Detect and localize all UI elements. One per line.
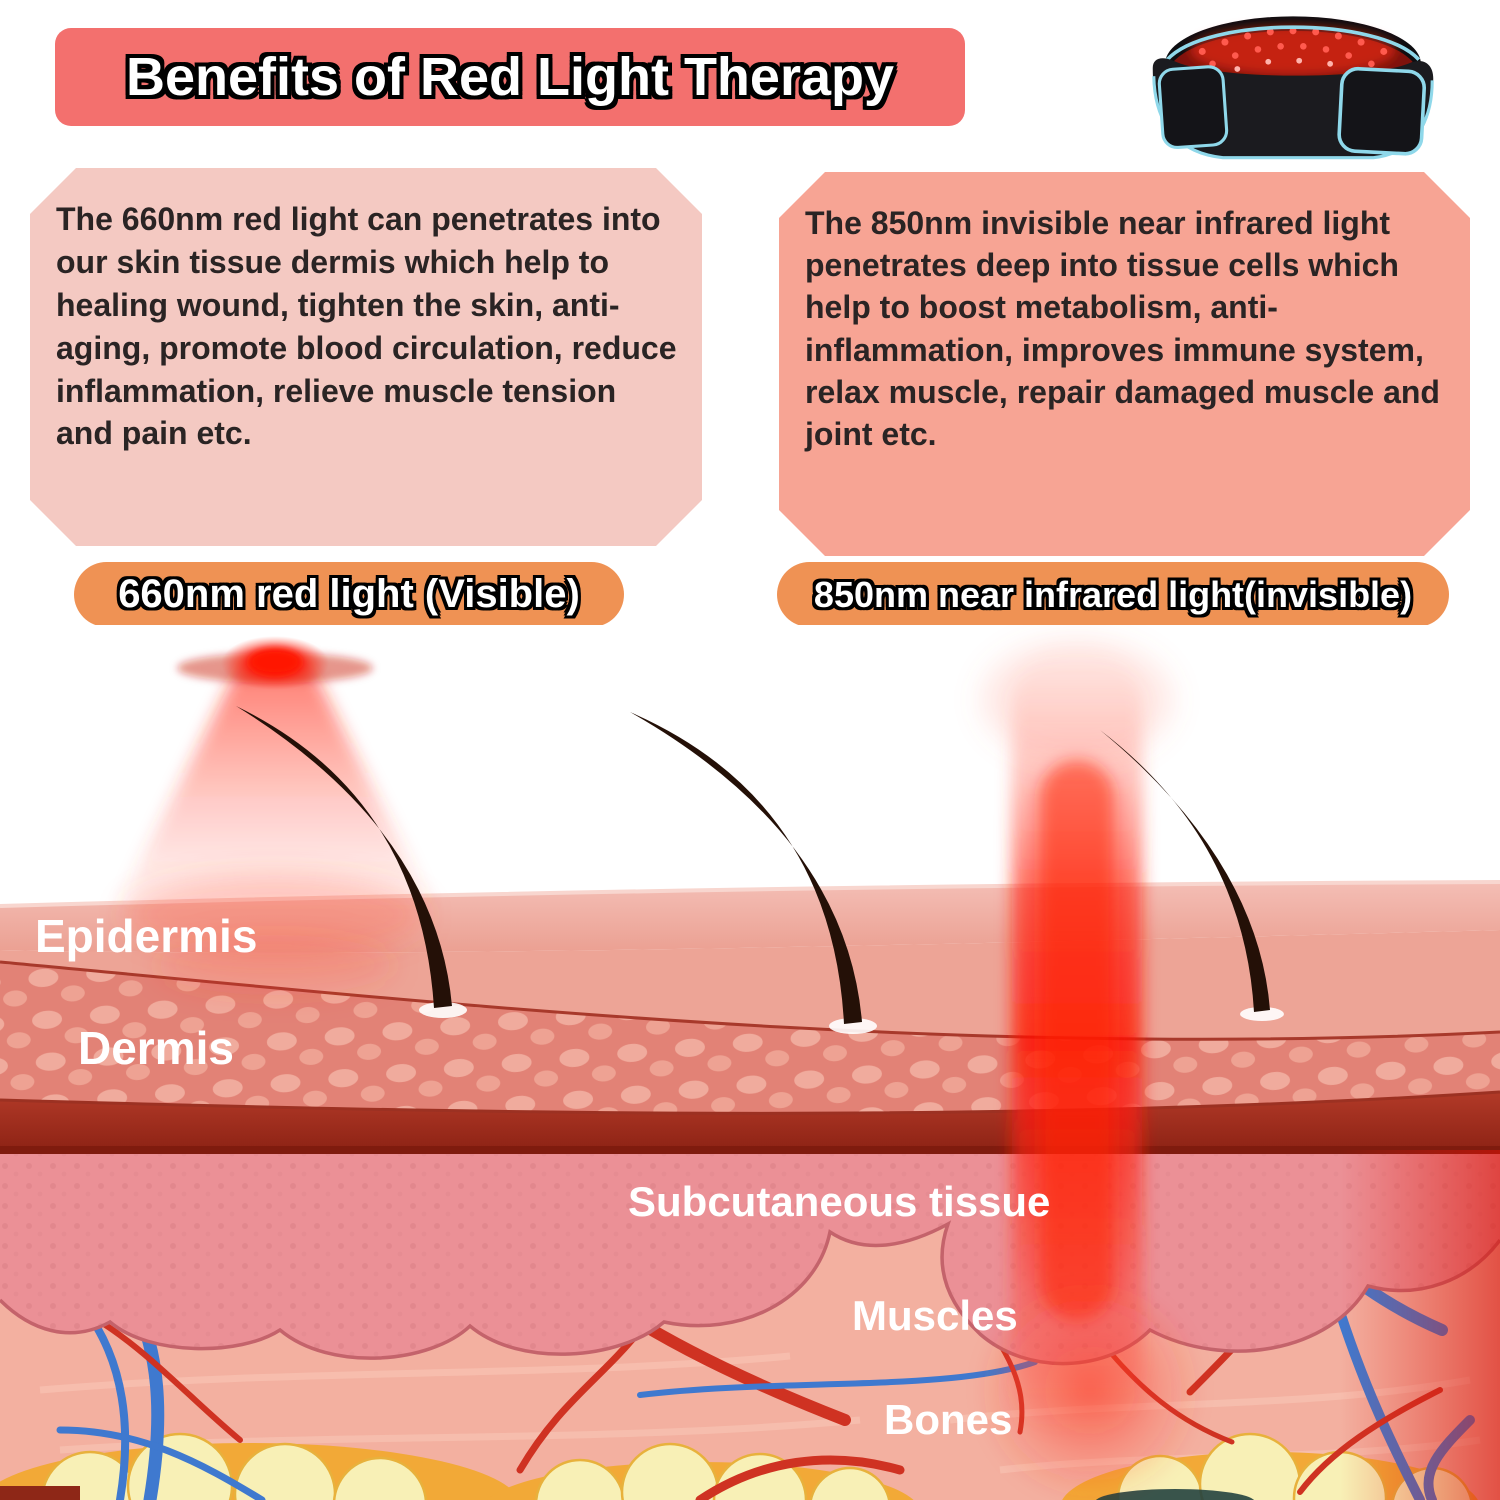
led-dots xyxy=(1198,27,1388,72)
hair-follicle-highlight xyxy=(1240,1007,1284,1021)
pill-660nm: 660nm red light (Visible) xyxy=(74,562,624,627)
hair-strands xyxy=(236,706,1284,1034)
red-light-belt-product-image xyxy=(1152,16,1434,160)
info-text-850nm: The 850nm invisible near infrared light … xyxy=(805,205,1440,453)
red-light-beam-660nm xyxy=(118,636,432,995)
info-box-850nm: The 850nm invisible near infrared light … xyxy=(779,172,1470,556)
epidermis-label: Epidermis xyxy=(35,910,257,962)
info-box-660nm: The 660nm red light can penetrates into … xyxy=(30,168,702,546)
belt-right-patch xyxy=(1337,66,1427,156)
hair-strand xyxy=(1100,730,1270,1012)
pill-850nm-label: 850nm near infrared light(invisible) xyxy=(813,573,1413,615)
pill-850nm: 850nm near infrared light(invisible) xyxy=(777,562,1449,627)
belt-left-strap xyxy=(1157,65,1229,150)
title-banner: Benefits of Red Light Therapy xyxy=(55,28,965,126)
dermis-label: Dermis xyxy=(78,1022,234,1074)
skin-anatomy-diagram: Epidermis Dermis Subcutaneous tissue Mus… xyxy=(0,625,1500,1500)
belt-top-trim xyxy=(1165,25,1421,61)
subcutaneous-label: Subcutaneous tissue xyxy=(628,1178,1050,1225)
page-title: Benefits of Red Light Therapy xyxy=(125,47,895,107)
dermis-bottom-line xyxy=(0,1146,1500,1154)
infrared-beam-850nm xyxy=(975,640,1205,1500)
bones-label: Bones xyxy=(884,1396,1012,1443)
led-glow xyxy=(1189,25,1397,76)
hair-follicle-highlight xyxy=(829,1018,877,1034)
hair-follicle-highlight xyxy=(419,1002,467,1018)
pill-660nm-label: 660nm red light (Visible) xyxy=(118,572,580,616)
info-text-660nm: The 660nm red light can penetrates into … xyxy=(56,201,677,452)
muscles-label: Muscles xyxy=(852,1292,1018,1339)
edge-red-shading xyxy=(1340,1150,1500,1500)
